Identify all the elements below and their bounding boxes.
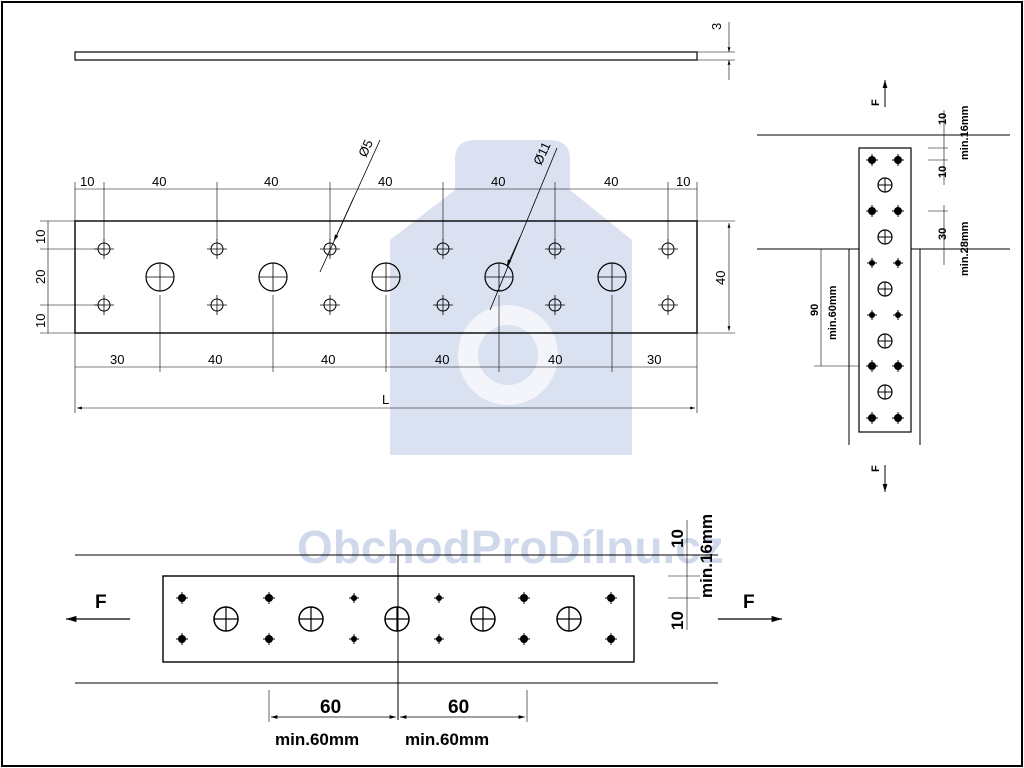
- bottom-force-right: F: [743, 592, 755, 613]
- side-dim-4: 30: [937, 228, 949, 240]
- side-dim-2: min.16mm: [959, 105, 971, 160]
- left-dim-3: 10: [33, 314, 48, 328]
- side-force-top: F: [870, 99, 882, 106]
- top-dim-1: 10: [80, 174, 94, 189]
- side-view: [757, 80, 1010, 492]
- small-hole-label: Ø5: [355, 137, 376, 159]
- top-dim-4: 40: [378, 174, 392, 189]
- bottom-span-right: 60: [448, 697, 469, 718]
- left-dim-1: 10: [33, 230, 48, 244]
- side-dim-1: 10: [937, 113, 949, 125]
- top-dim-7: 10: [676, 174, 690, 189]
- bottom-dim-5: 40: [548, 352, 562, 367]
- top-dim-6: 40: [604, 174, 618, 189]
- bottom-dim-1: 30: [110, 352, 124, 367]
- bottom-dim-2: 40: [208, 352, 222, 367]
- left-dim-2: 20: [33, 270, 48, 284]
- bottom-dim-3: 40: [321, 352, 335, 367]
- total-length-label: L: [382, 392, 389, 407]
- bottom-force-left: F: [95, 592, 107, 613]
- bottom-min-right: min.60mm: [405, 730, 489, 749]
- side-dim-6: 90: [809, 304, 821, 316]
- side-dim-3: 10: [937, 166, 949, 178]
- thickness-label: 3: [709, 23, 724, 30]
- side-force-bottom: F: [870, 465, 882, 472]
- top-dim-2: 40: [152, 174, 166, 189]
- side-dim-7: min.60mm: [827, 285, 839, 340]
- bottom-edge-dim-3: 10: [668, 611, 687, 630]
- bottom-span-left: 60: [320, 697, 341, 718]
- plate-top-view: [40, 139, 735, 413]
- watermark-logo: [390, 140, 632, 455]
- bottom-edge-dim-2: min.16mm: [697, 514, 716, 598]
- right-dim: 40: [713, 271, 728, 285]
- bottom-edge-dim-1: 10: [668, 529, 687, 548]
- bottom-view: [66, 520, 782, 722]
- side-dim-5: min.28mm: [959, 221, 971, 276]
- bottom-dim-4: 40: [435, 352, 449, 367]
- bottom-dim-6: 30: [647, 352, 661, 367]
- bottom-min-left: min.60mm: [275, 730, 359, 749]
- watermark-text: ObchodProDílnu.cz: [297, 521, 724, 573]
- top-dim-3: 40: [264, 174, 278, 189]
- thickness-view: 3: [74, 22, 735, 80]
- top-dim-5: 40: [491, 174, 505, 189]
